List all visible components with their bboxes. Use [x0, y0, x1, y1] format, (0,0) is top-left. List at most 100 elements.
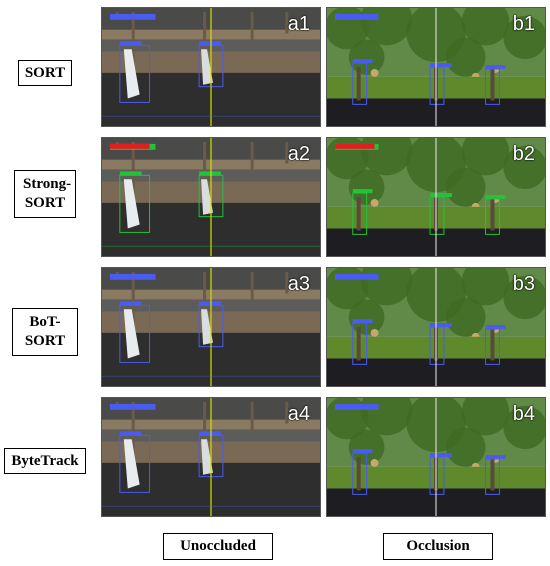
tree-trunk: [285, 401, 289, 424]
panel-id: a2: [287, 143, 310, 165]
trunk-guard: [123, 309, 140, 359]
id-tag: [485, 325, 506, 329]
scene-image: [102, 138, 320, 256]
id-tag: [430, 453, 452, 457]
panel-id: b2: [512, 143, 535, 165]
row-label-box: SORT: [17, 60, 73, 86]
tree-trunk: [115, 401, 119, 404]
id-tag: [430, 323, 452, 327]
detection-box: [119, 174, 151, 233]
tree-trunk: [115, 141, 119, 144]
scene-image: [327, 398, 545, 516]
foliage: [348, 299, 385, 335]
tree-trunk: [285, 141, 289, 164]
foliage: [348, 39, 385, 75]
foliage: [445, 427, 486, 467]
scene-image: [327, 8, 545, 126]
tree-trunk: [356, 67, 361, 101]
column-label-unoccluded: Unoccluded: [163, 533, 273, 560]
count-text-red: [334, 143, 375, 149]
id-tag: [352, 59, 373, 64]
tree-trunk: [131, 401, 135, 471]
id-tag: [430, 193, 452, 197]
foliage: [461, 268, 510, 306]
id-tag: [119, 41, 142, 46]
tree-trunk: [490, 457, 495, 491]
detection-box: [119, 434, 151, 493]
fruit: [370, 198, 379, 207]
detection-box: [485, 328, 500, 365]
scene-image: [102, 8, 320, 126]
id-tag: [199, 41, 221, 46]
trunk-guard: [201, 179, 213, 215]
trunk-guard: [123, 179, 140, 229]
trunk-guard: [123, 439, 140, 489]
scene-image: [327, 138, 545, 256]
foliage: [503, 275, 545, 320]
id-tag: [352, 319, 373, 324]
tree-trunk: [115, 271, 119, 274]
fruit: [370, 328, 379, 337]
detection-box: [352, 322, 368, 365]
tree-trunk: [131, 271, 135, 341]
column-label-occlusion: Occlusion: [383, 533, 493, 560]
panel-id: a4: [287, 403, 310, 425]
tree-trunk: [250, 11, 254, 42]
foliage: [461, 8, 510, 46]
row-label-sort: SORT: [0, 55, 90, 91]
id-tag: [119, 171, 142, 176]
scene-image: [327, 268, 545, 386]
panel-id: a1: [287, 13, 310, 35]
foliage: [445, 37, 486, 77]
id-tag: [199, 301, 221, 306]
count-tag: [109, 403, 156, 410]
count-text-red: [109, 143, 150, 149]
panel-b1: b1: [326, 7, 546, 127]
fruit: [370, 458, 379, 467]
panel-id: a3: [287, 273, 310, 295]
trunk-guard: [123, 49, 140, 99]
tree-trunk: [490, 197, 495, 231]
panel-b3: b3: [326, 267, 546, 387]
scene-image: [102, 268, 320, 386]
panel-id: b3: [512, 273, 535, 295]
tree-trunk: [490, 327, 495, 361]
panel-a2: a2: [101, 137, 321, 257]
tree-trunk: [356, 327, 361, 361]
count-tag: [334, 273, 379, 280]
panel-a4: a4: [101, 397, 321, 517]
count-tag: [334, 13, 379, 20]
scene-image: [102, 398, 320, 516]
detection-box: [485, 458, 500, 495]
foliage: [348, 429, 385, 465]
id-tag: [352, 189, 373, 194]
panel-a1: a1: [101, 7, 321, 127]
tree-trunk: [285, 11, 289, 34]
panel-b4: b4: [326, 397, 546, 517]
foliage: [461, 398, 510, 436]
detection-box: [352, 452, 368, 495]
tree-trunk: [131, 141, 135, 211]
row-label-box: BoT-SORT: [12, 308, 78, 356]
trunk-guard: [201, 309, 213, 345]
panel-id: b4: [512, 403, 535, 425]
id-tag: [119, 301, 142, 306]
id-tag: [199, 431, 221, 436]
foliage: [503, 15, 545, 60]
id-tag: [485, 65, 506, 69]
id-tag: [485, 455, 506, 459]
foliage: [348, 169, 385, 205]
id-tag: [430, 63, 452, 67]
id-tag: [352, 449, 373, 454]
trunk-guard: [201, 439, 213, 475]
count-tag: [109, 13, 156, 20]
row-label-box: Strong-SORT: [14, 170, 76, 218]
tree-trunk: [250, 141, 254, 172]
tree-trunk: [285, 271, 289, 294]
id-tag: [119, 431, 142, 436]
tree-trunk: [131, 11, 135, 81]
count-tag: [109, 273, 156, 280]
tree-trunk: [356, 457, 361, 491]
panel-b2: b2: [326, 137, 546, 257]
foliage: [445, 167, 486, 207]
